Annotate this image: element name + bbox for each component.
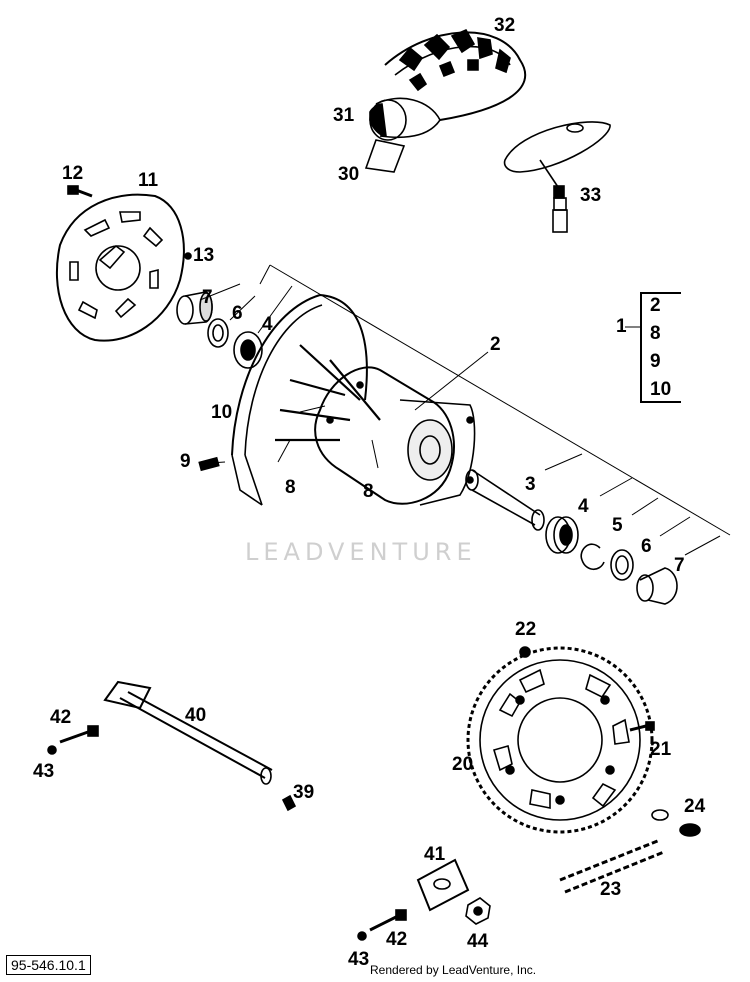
callout-13: 13: [193, 245, 215, 266]
right-bearing: [545, 516, 579, 554]
axle: [103, 680, 273, 785]
callout-21: 21: [650, 739, 672, 760]
callout-7-left: 7: [202, 287, 213, 308]
group-member-9: 9: [650, 351, 661, 372]
axle-collar-nut: [465, 897, 491, 925]
callout-40: 40: [185, 705, 207, 726]
callout-22: 22: [515, 619, 537, 640]
group-member-8: 8: [650, 323, 661, 344]
disc-nut: [184, 252, 192, 260]
callout-44: 44: [467, 931, 489, 952]
axle-nut: [47, 745, 57, 755]
sprocket-nut: [519, 646, 531, 658]
adjuster-bolt: [369, 909, 407, 932]
callout-3: 3: [525, 474, 536, 495]
callout-31: 31: [333, 105, 355, 126]
callout-8-left: 8: [285, 477, 296, 498]
rim-lock: [503, 121, 611, 233]
callout-24: 24: [684, 796, 706, 817]
callout-12: 12: [62, 163, 84, 184]
assembly-group-bracket: 2 8 9 10: [640, 292, 682, 403]
valve: [198, 456, 220, 472]
axle-bolt: [59, 725, 99, 744]
left-spacer: [176, 291, 213, 325]
left-bearing: [233, 331, 263, 369]
callout-42-left: 42: [50, 707, 72, 728]
hub: [314, 366, 476, 506]
chain-adjuster: [416, 858, 470, 912]
callout-30: 30: [338, 164, 360, 185]
callout-7-right: 7: [674, 555, 685, 576]
callout-4-left: 4: [262, 314, 273, 335]
callout-5: 5: [612, 515, 623, 536]
callout-23: 23: [600, 879, 622, 900]
spokes: [275, 344, 381, 442]
leader-lines: [199, 264, 731, 556]
callout-11: 11: [138, 170, 159, 191]
watermark: LEADVENTURE: [245, 538, 477, 566]
group-member-2: 2: [650, 295, 661, 316]
diagram-part-code: 95-546.10.1: [6, 955, 91, 975]
adjuster-nut: [357, 931, 367, 941]
callout-43-left: 43: [33, 761, 55, 782]
callout-41: 41: [424, 844, 446, 865]
callout-20: 20: [452, 754, 474, 775]
render-credit: Rendered by LeadVenture, Inc.: [370, 963, 537, 977]
master-link: [651, 809, 701, 837]
right-spacer: [636, 567, 678, 605]
right-seal: [610, 549, 634, 581]
callout-2: 2: [490, 334, 501, 355]
rim: [231, 293, 368, 506]
callout-32: 32: [494, 15, 516, 36]
brake-disc: [56, 193, 185, 342]
circlip: [580, 543, 605, 571]
callout-6-left: 6: [232, 303, 243, 324]
callout-1: 1: [616, 316, 627, 337]
inner-tube: [369, 97, 441, 141]
callout-9: 9: [180, 451, 191, 472]
axle-cap: [281, 794, 297, 812]
callout-10: 10: [211, 402, 233, 423]
callout-33: 33: [580, 185, 602, 206]
hub-spacer-tube: [465, 469, 545, 531]
callout-39: 39: [293, 782, 315, 803]
sprocket: [466, 646, 654, 834]
sprocket-bolt: [629, 721, 655, 732]
tire: [384, 28, 527, 121]
callout-42-right: 42: [386, 929, 408, 950]
callout-43-right: 43: [348, 949, 370, 970]
group-member-10: 10: [650, 379, 672, 400]
callout-4-right: 4: [578, 496, 589, 517]
disc-bolt: [67, 185, 93, 198]
callout-6-right: 6: [641, 536, 652, 557]
callout-8-right: 8: [363, 481, 374, 502]
left-seal: [207, 318, 229, 348]
rim-band: [364, 139, 406, 173]
